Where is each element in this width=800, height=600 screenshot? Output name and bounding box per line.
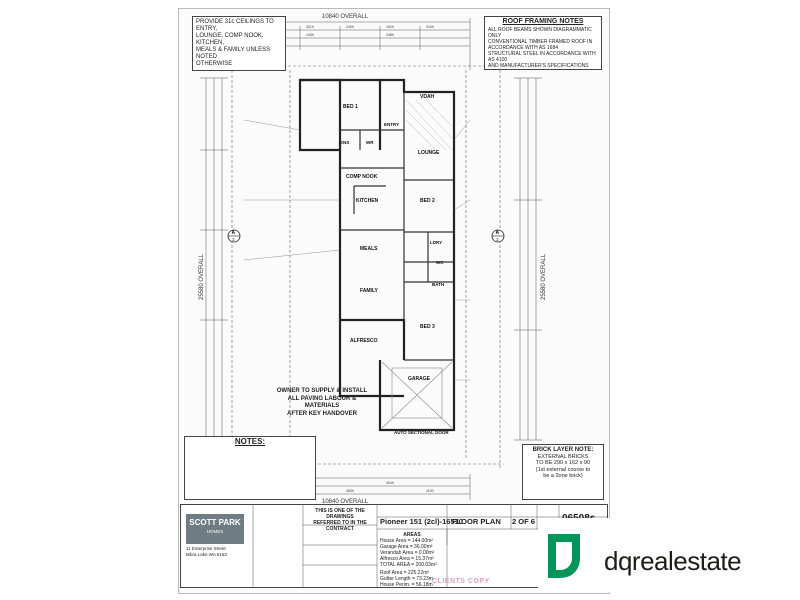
overall-dim-bottom: 10840 OVERALL [322, 499, 369, 505]
svg-text:3: 3 [232, 237, 235, 242]
svg-text:2480: 2480 [386, 33, 394, 37]
room-alfresco: ALFRESCO [350, 338, 378, 344]
room-wc: WC [436, 260, 444, 265]
company-address: 11 Enterprise Street Bibra Lake WA 6163 [186, 546, 227, 557]
house-name: Pioneer 151 (2cl)-16510 [380, 517, 463, 526]
svg-text:3: 3 [496, 237, 499, 242]
overall-depth-left: 25580 OVERALL [199, 253, 205, 300]
section-marker-left: A 3 [227, 229, 241, 243]
svg-text:2400: 2400 [346, 25, 354, 29]
overall-depth-right: 25580 OVERALL [541, 253, 547, 300]
roof-framing-notes: ROOF FRAMING NOTES ALL ROOF BEAMS SHOWN … [484, 16, 602, 70]
svg-text:4040: 4040 [386, 481, 394, 485]
title-block-grid [252, 505, 607, 587]
scott-park-logo: SCOTT PARK HOMES [186, 514, 244, 544]
svg-text:3100: 3100 [426, 25, 434, 29]
room-lounge: LOUNGE [418, 150, 440, 156]
notes-box: NOTES: [184, 436, 316, 500]
svg-text:3830: 3830 [346, 489, 354, 493]
room-bed2: BED 2 [420, 198, 435, 204]
owner-paving-note: OWNER TO SUPPLY & INSTALL ALL PAVING LAB… [276, 388, 368, 417]
svg-text:A: A [496, 230, 500, 236]
title-block [180, 504, 608, 588]
room-kitchen: KITCHEN [356, 198, 379, 204]
svg-text:A: A [232, 230, 236, 236]
brand-overlay [538, 518, 800, 592]
svg-text:1430: 1430 [306, 33, 314, 37]
svg-text:1100: 1100 [426, 489, 434, 493]
brand-name: dqrealestate [604, 546, 742, 576]
clients-copy-stamp: CLIENTS COPY [432, 578, 490, 585]
room-bath: BATH [432, 282, 444, 287]
room-entry: ENTRY [384, 122, 399, 127]
room-garage: GARAGE [408, 376, 431, 382]
ceiling-note: PROVIDE 31c CEILINGS TO ENTRY, LOUNGE, C… [192, 16, 286, 71]
areas-table: AREAS House Area = 144.00m² Garage Area … [380, 532, 437, 568]
room-bed3: BED 3 [420, 324, 435, 330]
svg-text:3210: 3210 [306, 25, 314, 29]
room-family: FAMILY [360, 288, 379, 294]
room-ldry: LDRY [430, 240, 442, 245]
drawing-name: FLOOR PLAN [452, 517, 501, 526]
room-ens: ENS [340, 140, 349, 145]
overall-dim-top: 10840 OVERALL [322, 14, 369, 20]
garage-door-label: AUTO SECTIONAL DOOR [394, 430, 449, 435]
section-marker-right: A 3 [491, 229, 505, 243]
drawings-note: THIS IS ONE OF THE DRAWINGS REFERRED TO … [313, 508, 367, 532]
room-bed1: BED 1 [343, 104, 358, 110]
brick-layer-note: BRICK LAYER NOTE: EXTERNAL BRICKS TO BE … [522, 444, 604, 500]
sheet-number: 2 OF 6 [512, 517, 535, 526]
roof-stats: Roof Area = 225.22m² Gutter Length = 73.… [380, 570, 433, 582]
svg-text:1520: 1520 [386, 25, 394, 29]
house-perimeter: House Perim. = 56.18m [380, 582, 433, 588]
room-comp-nook: COMP NOOK [346, 174, 378, 180]
room-wr: WR [366, 140, 374, 145]
room-meals: MEALS [360, 246, 378, 252]
room-vdah: VDAH [420, 94, 435, 100]
